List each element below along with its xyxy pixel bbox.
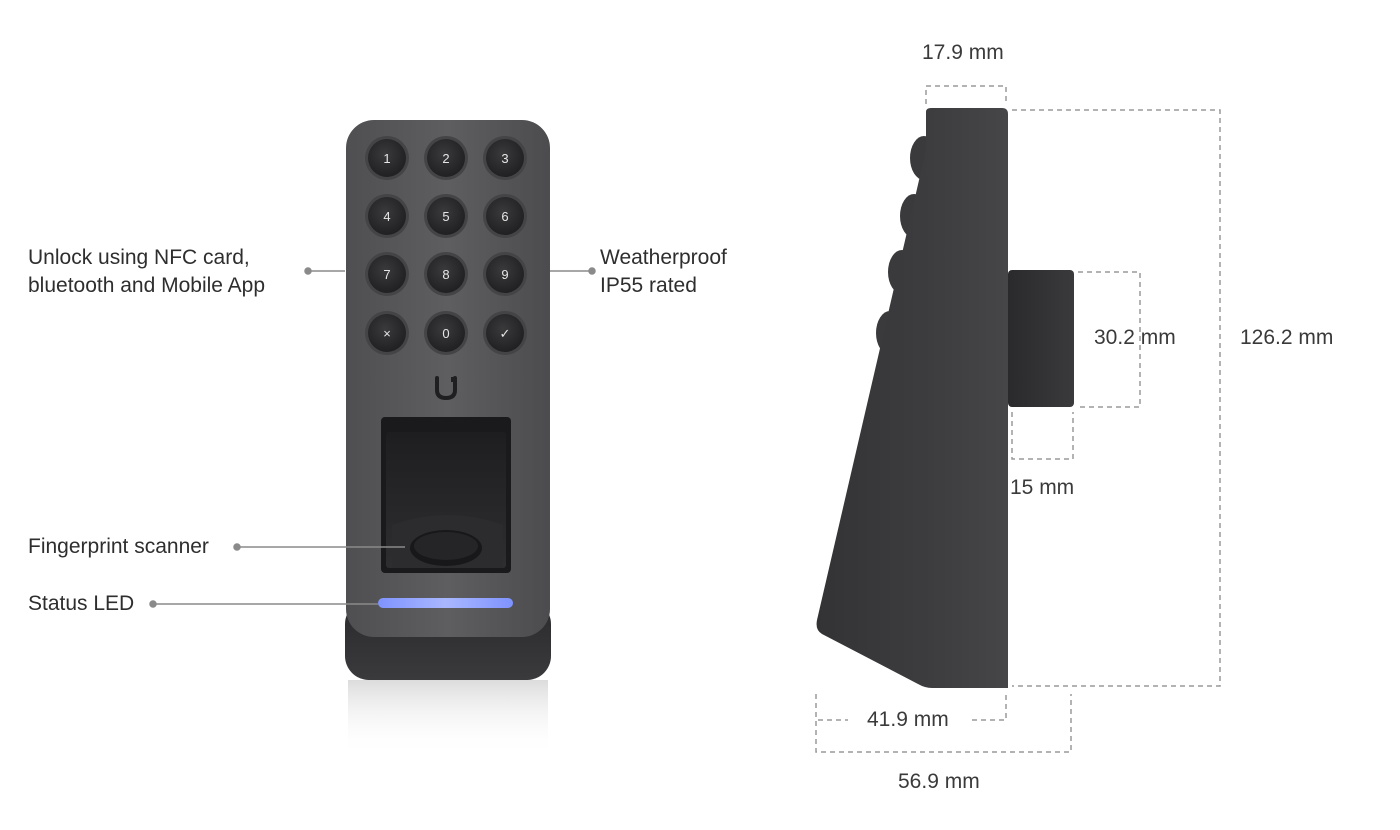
side-body xyxy=(816,108,1008,688)
dim-line-mount-height xyxy=(1078,271,1141,408)
fingerprint-scanner xyxy=(381,417,511,573)
dim-line-top-depth xyxy=(925,85,1007,104)
callout-nfc-line1: Unlock using NFC card, xyxy=(28,246,250,269)
callout-status-led: Status LED xyxy=(28,592,135,615)
callout-weather-line2: IP55 rated xyxy=(600,274,697,297)
dim-total-depth: 56.9 mm xyxy=(898,770,980,793)
keypad-key-label: 5 xyxy=(442,209,449,224)
callout-fingerprint: Fingerprint scanner xyxy=(28,535,209,558)
dim-mount-height: 30.2 mm xyxy=(1094,326,1176,349)
dim-line-height xyxy=(1012,109,1221,687)
dim-base-depth: 41.9 mm xyxy=(867,708,949,731)
keypad-key[interactable]: × xyxy=(365,311,409,355)
keypad-key[interactable]: 9 xyxy=(483,252,527,296)
keypad-key[interactable]: 0 xyxy=(424,311,468,355)
keypad-key-label: ✓ xyxy=(500,326,511,341)
keypad-key-label: 9 xyxy=(501,267,508,282)
keypad-key-label: 2 xyxy=(442,151,449,166)
keypad-key-label: 4 xyxy=(383,209,390,224)
dim-line-mount-depth xyxy=(1011,412,1074,460)
status-led-bar xyxy=(378,598,513,608)
keypad-key-label: 1 xyxy=(383,151,390,166)
dim-height: 126.2 mm xyxy=(1240,326,1334,349)
keypad-key-label: 7 xyxy=(383,267,390,282)
side-mount xyxy=(1008,270,1074,407)
keypad-key[interactable]: 6 xyxy=(483,194,527,238)
side-view xyxy=(816,108,1074,688)
dim-top-depth: 17.9 mm xyxy=(922,41,1004,64)
keypad-key-label: 8 xyxy=(442,267,449,282)
callout-weather-line1: Weatherproof xyxy=(600,246,727,269)
keypad-key[interactable]: 3 xyxy=(483,136,527,180)
callout-nfc-line2: bluetooth and Mobile App xyxy=(28,274,266,297)
keypad-key[interactable]: 4 xyxy=(365,194,409,238)
device-reflection xyxy=(348,680,548,755)
keypad-key[interactable]: 2 xyxy=(424,136,468,180)
keypad-key[interactable]: 8 xyxy=(424,252,468,296)
keypad-key-label: 3 xyxy=(501,151,508,166)
keypad-key-label: 0 xyxy=(442,326,449,341)
keypad-key[interactable]: ✓ xyxy=(483,311,527,355)
dim-mount-depth: 15 mm xyxy=(1010,476,1075,499)
keypad: 1 2 3 4 5 6 7 8 9 × 0 ✓ xyxy=(365,136,527,355)
keypad-key-label: 6 xyxy=(501,209,508,224)
keypad-key[interactable]: 7 xyxy=(365,252,409,296)
keypad-key-label: × xyxy=(383,326,391,341)
keypad-key[interactable]: 1 xyxy=(365,136,409,180)
dim-line-total-depth xyxy=(815,694,1072,753)
keypad-key[interactable]: 5 xyxy=(424,194,468,238)
ubiquiti-u-icon xyxy=(435,376,457,401)
